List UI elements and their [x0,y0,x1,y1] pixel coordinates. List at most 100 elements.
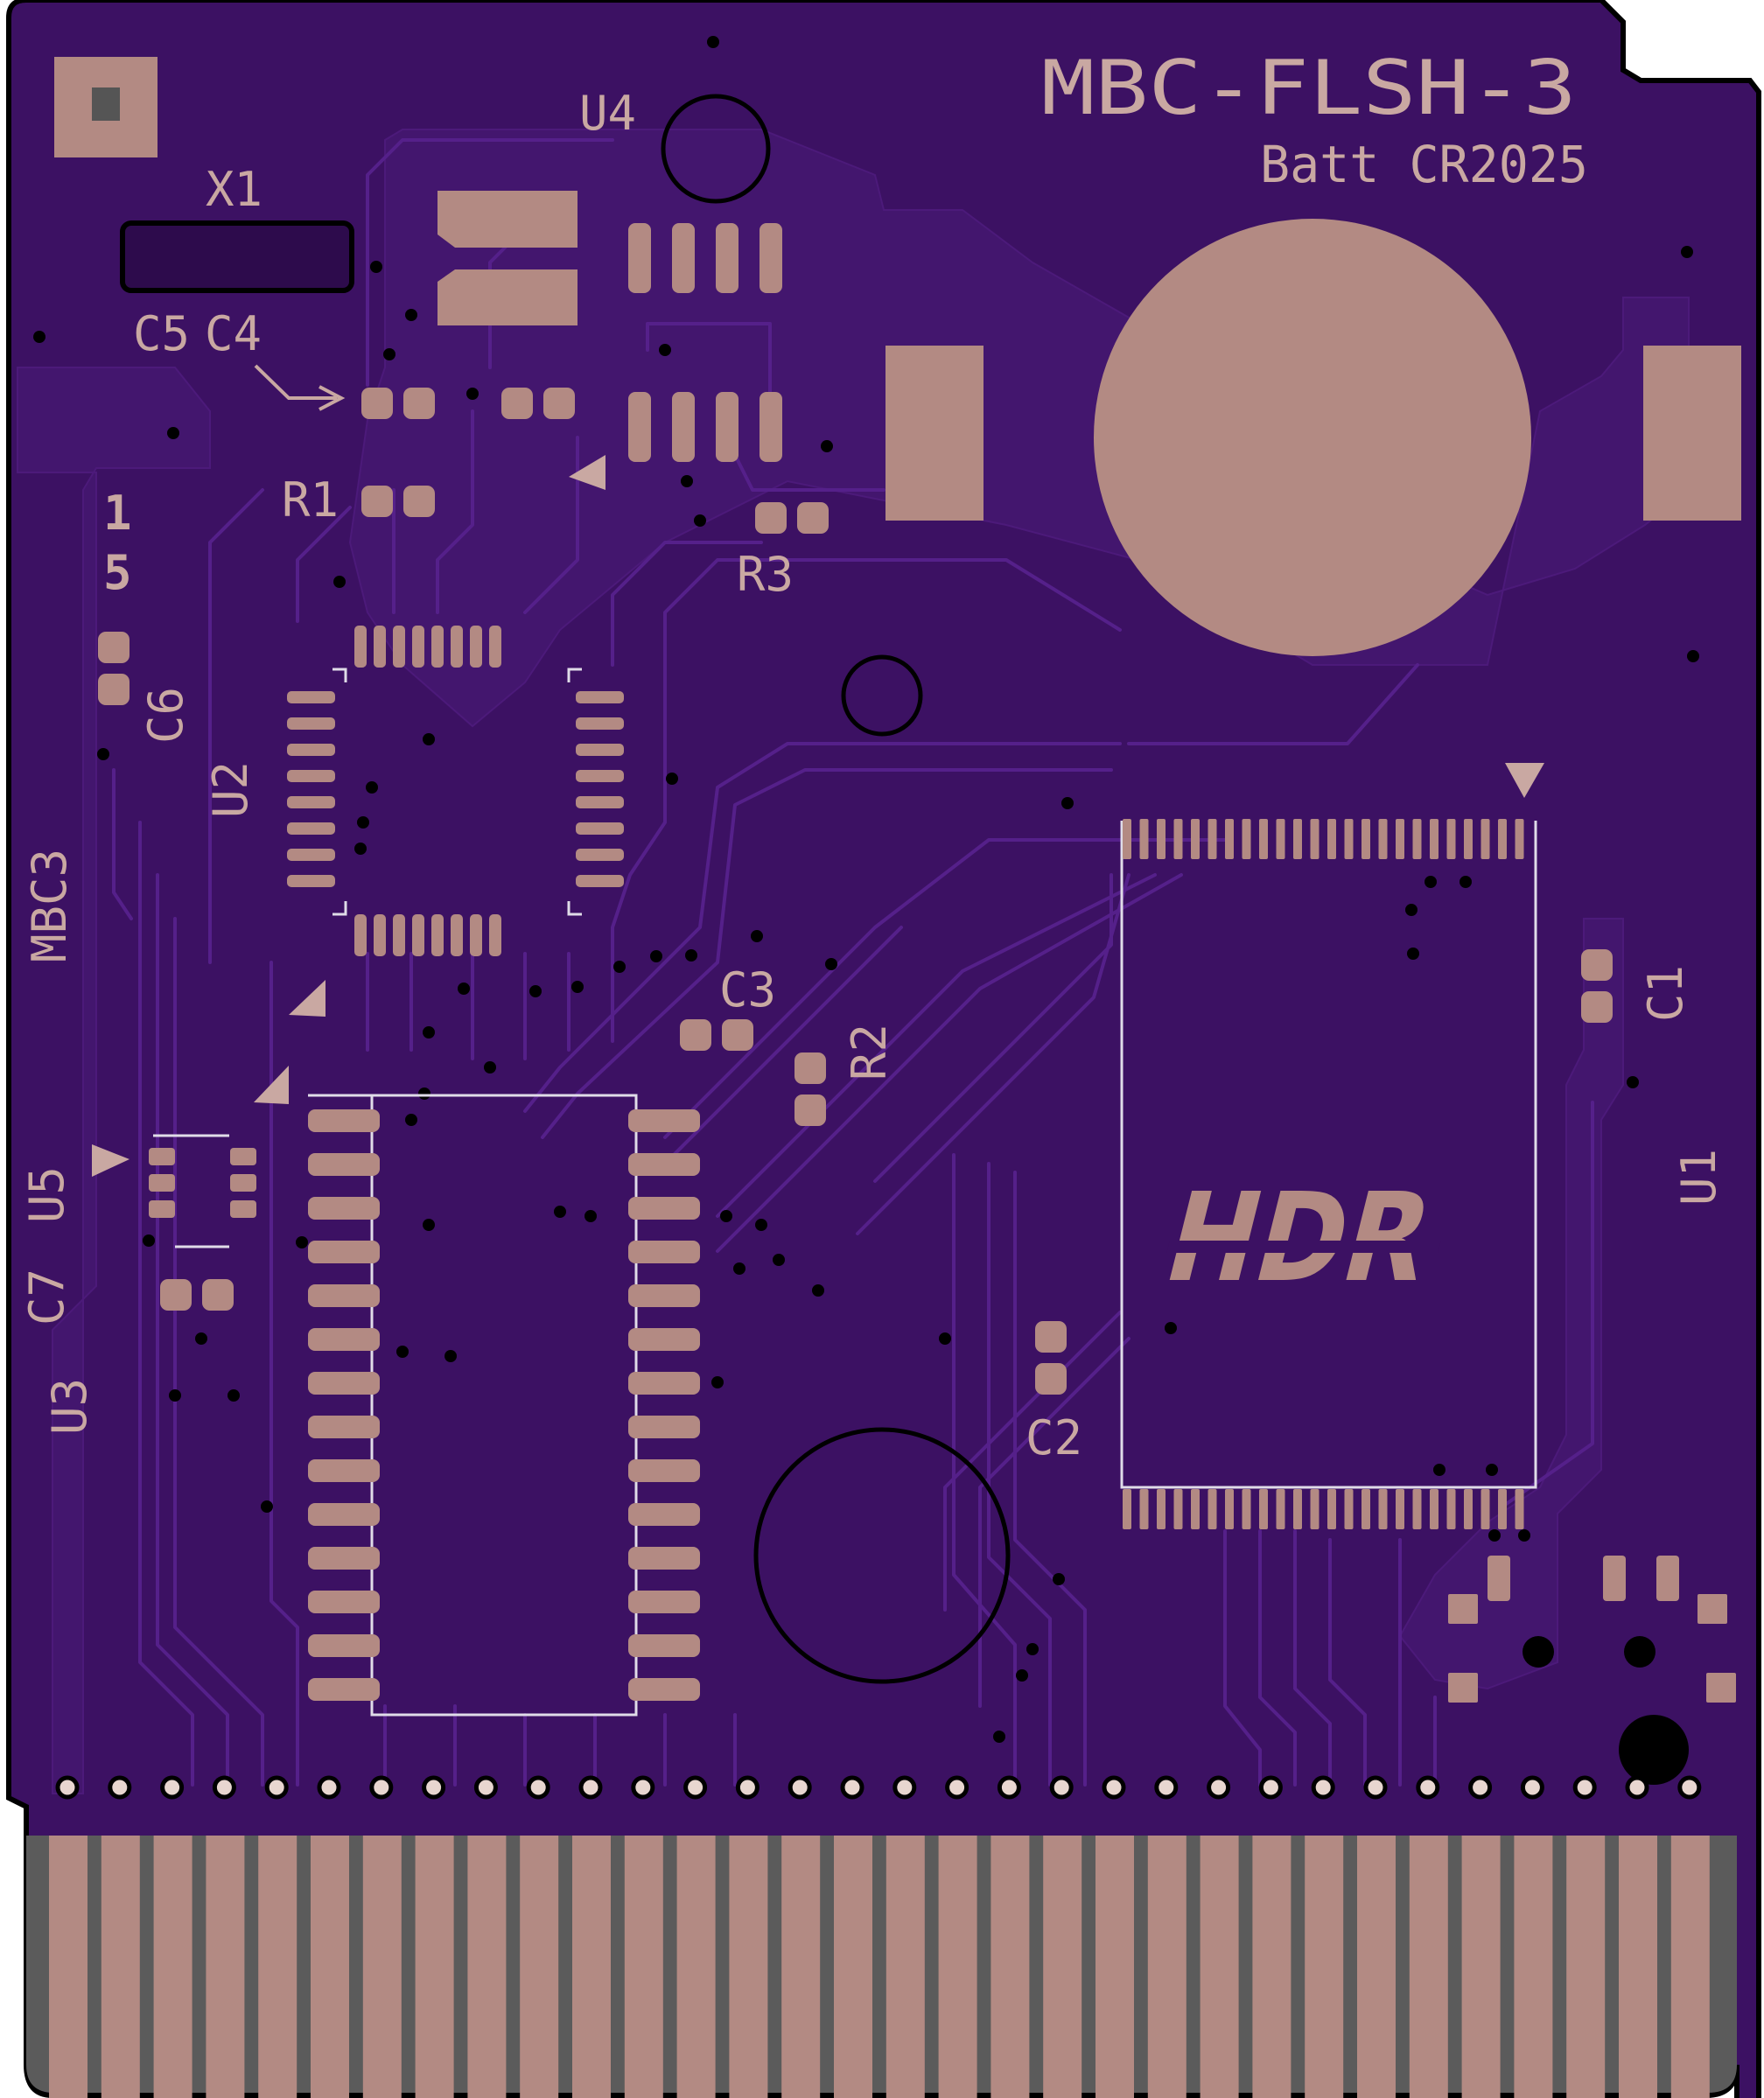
u1-pin [1259,819,1268,859]
u3-pad [308,1591,380,1613]
gold-finger [49,1836,88,2098]
via [423,1026,435,1039]
u3-pad [308,1372,380,1395]
copper-trace [611,558,1122,1043]
connector-via [892,1775,917,1800]
plated-hole [1619,1715,1689,1785]
u3-pad [308,1241,380,1263]
u1-pin [1191,1489,1200,1529]
edge-via-row [55,1775,1702,1800]
c3-pad [680,1019,711,1051]
copper-trace [1127,663,1419,745]
u3-pad [628,1634,700,1657]
u2-pad [393,626,405,668]
connector-via [631,1775,655,1800]
gold-finger [572,1836,611,2098]
board-title: MBC-FLSH-3 [1041,45,1577,132]
u3-pad [308,1284,380,1307]
u3-pad [308,1328,380,1351]
connector-via [317,1775,341,1800]
u1-pin [1498,1489,1507,1529]
u3-pad [308,1197,380,1220]
u1-pin [1446,1489,1456,1529]
connector-via [1625,1775,1649,1800]
plated-hole [1624,1636,1656,1668]
via [773,1254,785,1266]
u2-pad [489,914,501,956]
c5-pad [361,388,393,419]
u1-pin [1276,1489,1285,1529]
gold-finger [834,1836,872,2098]
connector-via [526,1775,550,1800]
u3-pad [628,1241,700,1263]
u2-pad [431,914,444,956]
via [529,985,542,997]
via [685,949,697,962]
via [681,475,693,487]
connector-via [1049,1775,1074,1800]
u1-pin [1242,1489,1251,1529]
u1-pin [1259,1489,1268,1529]
pin1-markers [92,455,1544,1177]
u2-pad [287,796,335,808]
u1-pin [1157,819,1166,859]
copper-trace [1013,1171,1087,1787]
gold-finger [938,1836,977,2098]
label-r2: R2 [842,1024,897,1080]
u3-pad [628,1328,700,1351]
label-c3: C3 [719,962,776,1018]
via [1053,1573,1065,1585]
u1-pin [1293,819,1302,859]
u3-pad [628,1591,700,1613]
via [354,843,367,855]
u2-pad [287,744,335,756]
switch-pad [1603,1556,1626,1601]
via [333,576,346,588]
gold-finger [153,1836,192,2098]
hdr-logo: HDR [1152,1166,1446,1309]
via [554,1206,566,1218]
u2-pad [287,691,335,703]
connector-via [945,1775,970,1800]
u1-pin [1327,819,1336,859]
u3-pad [308,1678,380,1701]
c1-pad [1581,949,1613,981]
via [33,331,46,343]
u1-pin [1327,1489,1336,1529]
u2-pad [412,626,424,668]
battery-contact-right [1643,346,1741,521]
u1-pin [1344,1489,1354,1529]
copper-trace [611,541,763,667]
via [1405,904,1418,916]
copper-trace [646,322,772,457]
connector-via [578,1775,603,1800]
u2-pad [470,914,482,956]
copper-trace [541,768,1113,1139]
switch-pad [1656,1556,1679,1601]
via [444,1350,457,1362]
u1-pin [1378,819,1388,859]
u4-footprint-ring [661,94,771,204]
u2-pad [354,626,367,668]
label-c6: C6 [138,687,193,744]
battery-pad [1094,219,1531,656]
u3-pad [308,1634,380,1657]
u3-pad [628,1372,700,1395]
r3-pad [797,502,829,534]
u3-pad [628,1459,700,1482]
via [1016,1669,1028,1682]
connector-via [840,1775,864,1800]
via [1627,1076,1639,1088]
copper-trace [1258,1529,1297,1787]
connector-via [1102,1775,1126,1800]
u2-pad [374,914,386,956]
via [613,961,626,973]
u1-pin [1362,819,1370,859]
gold-finger [1200,1836,1239,2098]
u2-pad [489,626,501,668]
u1-pin [1344,819,1354,859]
label-c7: C7 [19,1269,74,1325]
via [751,930,763,942]
large-hole [753,1427,1011,1684]
u1-pin [1191,819,1200,859]
